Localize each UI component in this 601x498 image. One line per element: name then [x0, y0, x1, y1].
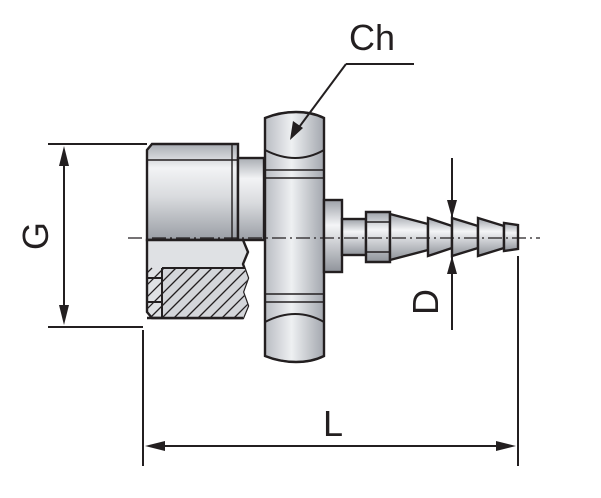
- dimension-g: G: [15, 143, 147, 328]
- dimension-l-label: L: [323, 403, 343, 444]
- section-cut: [145, 238, 250, 320]
- section-hatch-line: [209, 267, 248, 318]
- dimension-d-label: D: [405, 289, 446, 315]
- dimension-ch-label: Ch: [349, 17, 395, 58]
- section-hatch-line: [147, 267, 177, 318]
- section-hatch-line: [149, 267, 201, 318]
- dimension-ch: Ch: [290, 17, 414, 140]
- section-hatch-line: [147, 267, 165, 318]
- hex-nut: [263, 110, 326, 364]
- threaded-body: [145, 142, 266, 242]
- dimension-l: L: [142, 256, 519, 466]
- section-hatch-line: [173, 267, 225, 318]
- hose-barb-spigot: [322, 198, 520, 274]
- dimension-g-label: G: [15, 222, 56, 250]
- section-hatch-line: [233, 267, 248, 318]
- dimension-d: D: [405, 158, 457, 330]
- section-hatch-line: [161, 267, 213, 318]
- section-hatch-line: [197, 267, 248, 318]
- section-hatch-line: [147, 267, 153, 318]
- section-hatch-line: [185, 267, 237, 318]
